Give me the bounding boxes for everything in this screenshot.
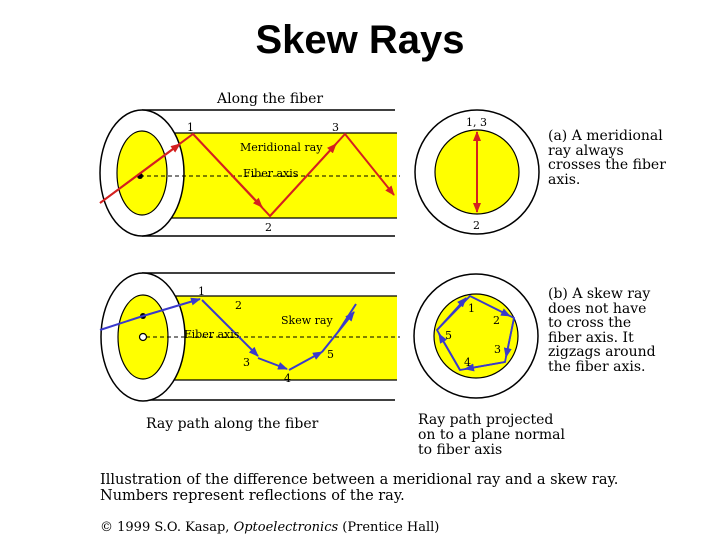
skew-ray-seg-6 xyxy=(337,303,357,333)
meridional-proj-bottom-label: 2 xyxy=(473,219,480,232)
slide-title: Skew Rays xyxy=(255,18,465,62)
skew-note: (b) A skew ray does not have to cross th… xyxy=(548,286,656,375)
meridional-ray-arrow-3 xyxy=(269,143,337,217)
along-fiber-label: Along the fiber xyxy=(216,91,323,107)
skew-ray-label: Skew ray xyxy=(281,314,333,327)
skew-proj-arrow-1 xyxy=(469,295,511,317)
skew-proj-label-3: 3 xyxy=(494,343,501,356)
caption-path-along: Ray path along the fiber xyxy=(146,416,319,432)
meridional-axis-label: Fiber axis xyxy=(243,167,299,180)
skew-reflection-3: 3 xyxy=(243,356,250,369)
skew-proj-label-4: 4 xyxy=(464,356,471,369)
skew-reflection-4: 4 xyxy=(284,372,291,385)
meridional-ray-arrow-1 xyxy=(99,143,181,204)
skew-ray-seg-1 xyxy=(142,297,201,317)
skew-proj-arrow-3 xyxy=(464,361,506,372)
skew-fiber-side-view xyxy=(99,272,400,402)
meridional-reflection-2: 2 xyxy=(265,221,272,234)
meridional-reflection-1: 1 xyxy=(187,121,194,134)
meridional-fiber-projection xyxy=(414,109,540,235)
skew-reflection-5: 5 xyxy=(327,348,334,361)
copyright-book: Optoelectronics xyxy=(233,520,339,535)
skew-ray-seg-2 xyxy=(201,299,259,357)
meridional-ray-label: Meridional ray xyxy=(240,141,323,154)
copyright-author: © 1999 S.O. Kasap, xyxy=(100,520,234,535)
meridional-proj-top-label: 1, 3 xyxy=(466,116,487,129)
meridional-reflection-3: 3 xyxy=(332,121,339,134)
skew-axis-label: Fiber axis xyxy=(184,328,240,341)
skew-proj-arrow-5 xyxy=(436,297,467,331)
skew-proj-arrow-4 xyxy=(438,333,461,371)
skew-proj-core xyxy=(433,293,519,379)
skew-axis-circle xyxy=(138,332,148,342)
caption-path-projected: Ray path projected on to a plane normal … xyxy=(418,412,565,458)
meridional-note: (a) A meridional ray always crosses the … xyxy=(548,128,666,188)
skew-ray-seg-0 xyxy=(99,315,144,331)
skew-proj-label-2: 2 xyxy=(493,314,500,327)
meridional-ray-arrow-2 xyxy=(192,133,263,208)
meridional-fiber-side-view xyxy=(99,109,400,237)
skew-proj-label-1: 1 xyxy=(468,302,475,315)
skew-ray-seg-4 xyxy=(288,351,323,371)
caption-illustration: Illustration of the difference between a… xyxy=(100,472,619,504)
copyright-line: © 1999 S.O. Kasap, Optoelectronics (Pren… xyxy=(100,520,439,535)
skew-reflection-2: 2 xyxy=(235,299,242,312)
skew-proj-label-5: 5 xyxy=(445,329,452,342)
skew-ray-seg-3 xyxy=(257,357,288,370)
skew-proj-arrow-2 xyxy=(503,317,515,358)
copyright-publisher: (Prentice Hall) xyxy=(338,520,440,535)
skew-reflection-1: 1 xyxy=(198,285,205,298)
skew-fiber-projection xyxy=(413,273,539,399)
